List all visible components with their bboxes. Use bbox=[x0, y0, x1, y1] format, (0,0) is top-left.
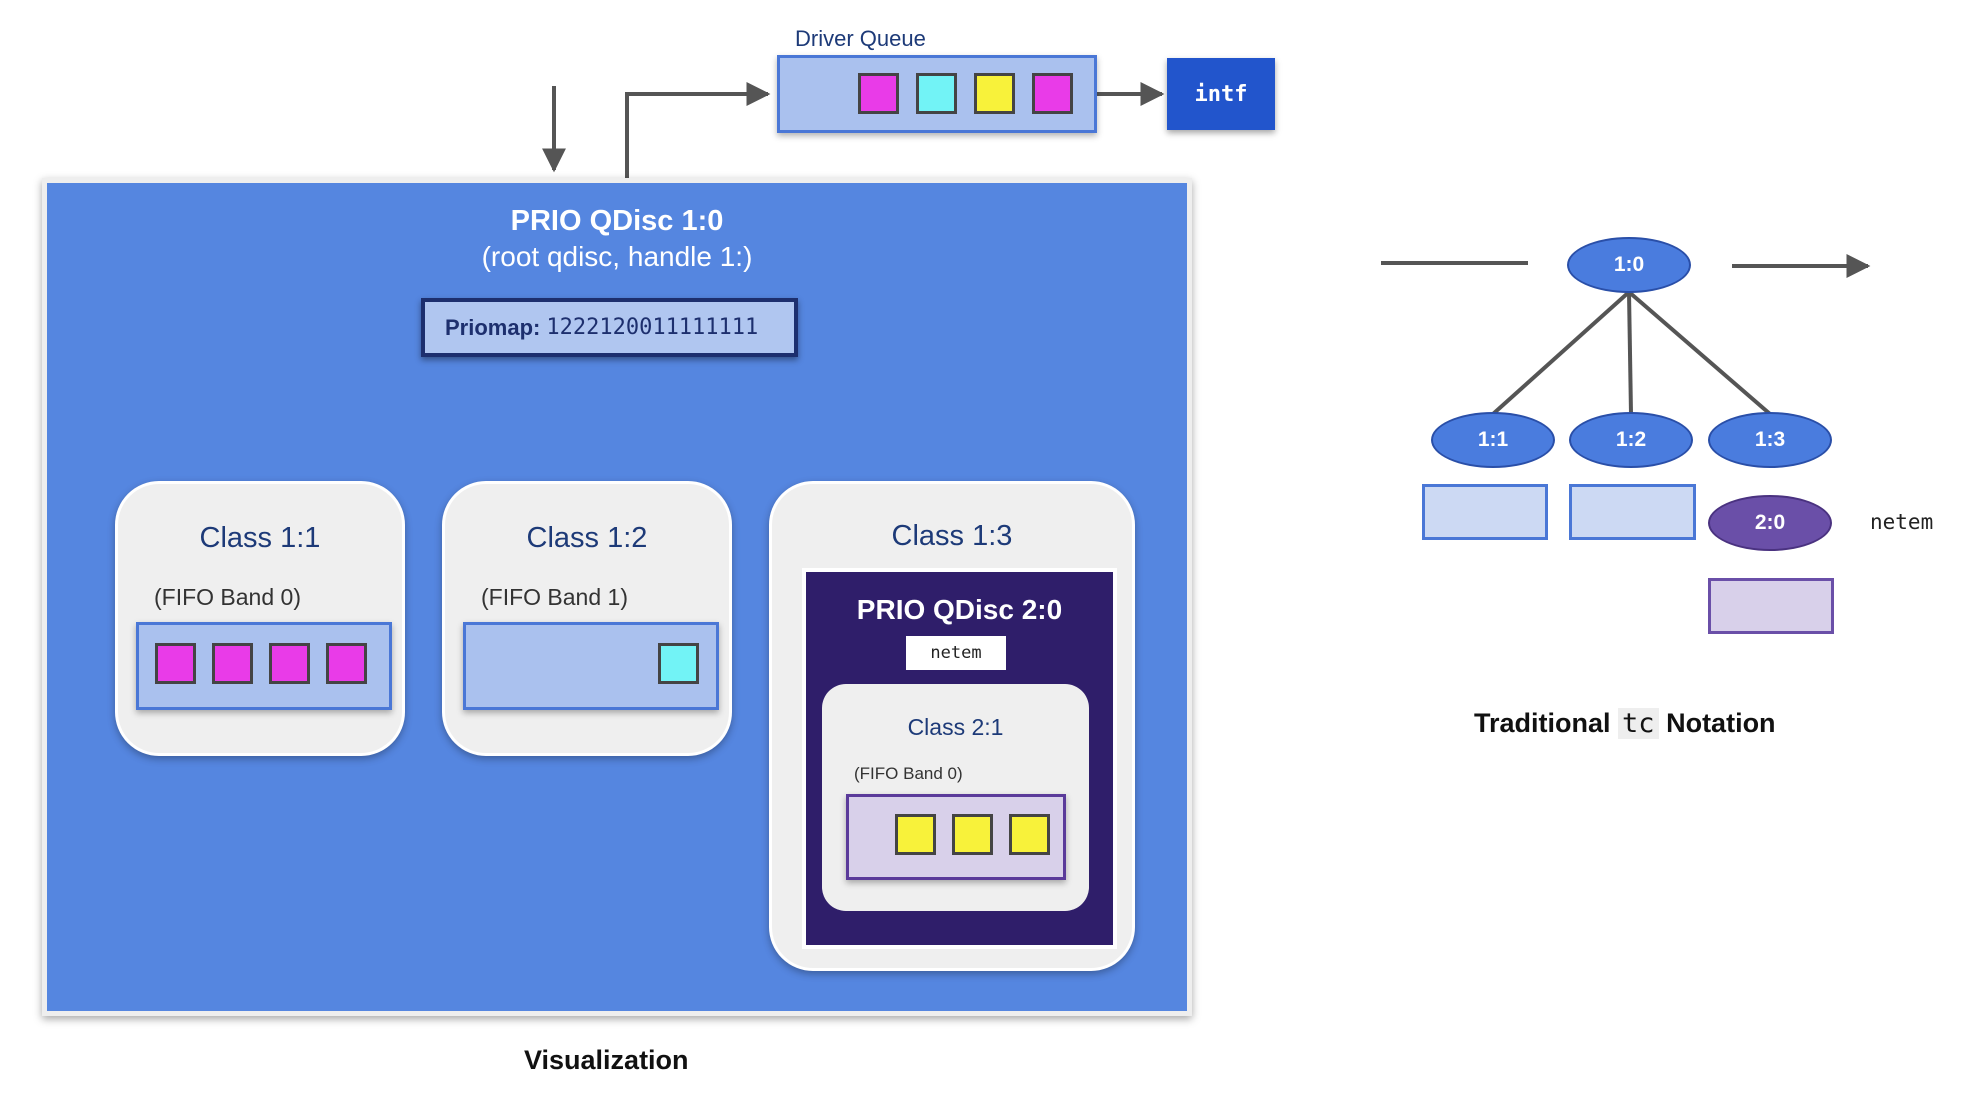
tc-netem-label: netem bbox=[1870, 510, 1934, 534]
class-1-2-fifo bbox=[463, 622, 719, 710]
root-qdisc-subtitle: (root qdisc, handle 1:) bbox=[481, 241, 753, 272]
class-1-1-packet-1 bbox=[155, 643, 196, 684]
class-1-1-fifo bbox=[136, 622, 392, 710]
tc-fifo-1-2 bbox=[1569, 484, 1696, 540]
class-1-1-title: Class 1:1 bbox=[199, 522, 321, 554]
tc-edge-1-2 bbox=[1627, 291, 1633, 415]
class-1-2-title: Class 1:2 bbox=[526, 522, 648, 554]
class-1-3-title: Class 1:3 bbox=[891, 520, 1013, 552]
class-1-1: Class 1:1 (FIFO Band 0) bbox=[115, 481, 405, 756]
driver-queue-label: Driver Queue bbox=[795, 26, 926, 51]
tc-edge-1-3 bbox=[1627, 290, 1772, 416]
priomap-box: Priomap: 1222120011111111 bbox=[421, 298, 798, 357]
priomap-value: 1222120011111111 bbox=[546, 315, 759, 340]
driver-packet-2 bbox=[916, 73, 957, 114]
tc-node-root: 1:0 bbox=[1567, 237, 1691, 293]
child-qdisc-title: PRIO QDisc 2:0 bbox=[856, 594, 1063, 625]
root-qdisc-title: PRIO QDisc 1:0 bbox=[510, 205, 724, 237]
class-1-1-packet-2 bbox=[212, 643, 253, 684]
driver-packet-3 bbox=[974, 73, 1015, 114]
tc-caption: Traditional tc Notation bbox=[1474, 708, 1776, 739]
class-1-1-packet-3 bbox=[269, 643, 310, 684]
class-2-1-title: Class 2:1 bbox=[907, 714, 1004, 740]
class-2-1-packet-1 bbox=[895, 814, 936, 855]
child-qdisc: PRIO QDisc 2:0 netem Class 2:1 (FIFO Ban… bbox=[802, 568, 1117, 949]
class-1-1-packet-4 bbox=[326, 643, 367, 684]
tc-caption-suffix: Notation bbox=[1666, 708, 1776, 738]
driver-queue bbox=[777, 55, 1097, 133]
netem-tag: netem bbox=[906, 636, 1006, 670]
driver-packet-1 bbox=[858, 73, 899, 114]
driver-packet-4 bbox=[1032, 73, 1073, 114]
class-1-2-band: (FIFO Band 1) bbox=[481, 584, 628, 610]
class-2-1: Class 2:1 (FIFO Band 0) bbox=[822, 684, 1089, 911]
class-1-1-band: (FIFO Band 0) bbox=[154, 584, 301, 610]
tc-edge-1-1 bbox=[1491, 290, 1631, 416]
tc-node-1-2: 1:2 bbox=[1569, 412, 1693, 468]
tc-fifo-2-1 bbox=[1708, 578, 1834, 634]
class-1-2: Class 1:2 (FIFO Band 1) bbox=[442, 481, 732, 756]
root-qdisc: PRIO QDisc 1:0 (root qdisc, handle 1:) P… bbox=[42, 178, 1192, 1016]
tc-node-1-3: 1:3 bbox=[1708, 412, 1832, 468]
tc-fifo-1-1 bbox=[1422, 484, 1548, 540]
tc-node-1-1: 1:1 bbox=[1431, 412, 1555, 468]
class-2-1-packet-3 bbox=[1009, 814, 1050, 855]
class-2-1-fifo bbox=[846, 794, 1066, 880]
visualization-caption: Visualization bbox=[524, 1045, 689, 1075]
interface-box: intf bbox=[1167, 58, 1275, 130]
egress-arrow bbox=[625, 82, 771, 178]
class-1-2-packet-1 bbox=[658, 643, 699, 684]
class-1-3: Class 1:3 PRIO QDisc 2:0 netem Class 2:1… bbox=[769, 481, 1135, 971]
class-2-1-packet-2 bbox=[952, 814, 993, 855]
tc-caption-code: tc bbox=[1618, 708, 1659, 739]
priomap-label: Priomap: bbox=[445, 314, 541, 340]
tc-node-netem: 2:0 bbox=[1708, 495, 1832, 551]
class-2-1-band: (FIFO Band 0) bbox=[854, 764, 963, 783]
tc-caption-prefix: Traditional bbox=[1474, 708, 1611, 738]
